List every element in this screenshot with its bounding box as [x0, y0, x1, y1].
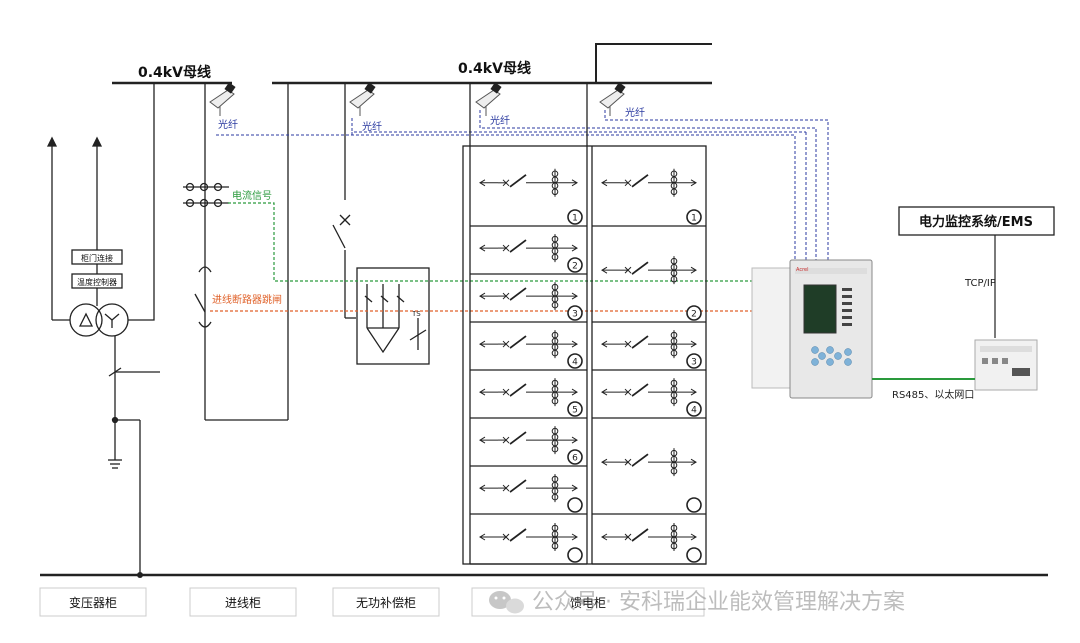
cell-number-circle	[567, 353, 583, 369]
feeder-right-cell: 3	[592, 330, 706, 371]
door-connection-label: 柜门连接	[81, 253, 113, 263]
incoming-section	[183, 83, 289, 421]
current-signal-label: 电流信号	[232, 189, 272, 202]
cell-number-circle	[567, 497, 583, 513]
cell-number-circle	[567, 401, 583, 417]
cabinet-label-box	[332, 587, 440, 617]
feeder-left-cell: 5	[470, 378, 587, 419]
current-transformer-group	[183, 182, 229, 208]
device-lcd-screen	[803, 284, 837, 334]
fiber-label-1: 光纤	[218, 118, 238, 131]
cell-number-circle	[686, 401, 702, 417]
temperature-controller-label: 温度控制器	[77, 277, 117, 287]
cell-number: 2	[572, 262, 578, 272]
feeder-right-cell: 4	[592, 378, 706, 419]
cell-number: 6	[572, 454, 578, 464]
cabinet-label-capacitor: 无功补偿柜	[356, 595, 416, 610]
fiber-label-2: 光纤	[362, 120, 382, 133]
feeder-left-cell: 6	[470, 426, 587, 467]
feeder-left-cell	[470, 523, 587, 565]
fiber-links	[216, 110, 829, 262]
feeder-cabinet-frame	[462, 83, 707, 565]
fiber-label-3: 光纤	[490, 114, 510, 127]
cell-number: 4	[691, 406, 697, 416]
cell-number: 4	[572, 358, 578, 368]
gateway-device	[974, 339, 1038, 391]
watermark-text: 公众号 · 安科瑞企业能效管理解决方案	[532, 590, 905, 615]
feeder-right-cell	[592, 448, 706, 515]
device-indicator-leds	[842, 288, 852, 326]
rs485-label: RS485、以太网口	[892, 388, 974, 401]
current-signal-line	[228, 202, 790, 282]
feeder-right-cell	[592, 523, 706, 565]
feeder-left-cell: 3	[470, 282, 587, 323]
trip-signal-label: 进线断路器跳闸	[212, 293, 282, 306]
cell-number-circle	[567, 305, 583, 321]
ems-title: 电力监控系统/EMS	[919, 214, 1033, 230]
feeder-left-cell	[470, 474, 587, 515]
cell-number-circle	[567, 547, 583, 563]
cell-number: 1	[572, 214, 578, 224]
wechat-icon	[489, 591, 524, 614]
fiber-sensor-icon	[349, 82, 376, 116]
protection-device: Acrel	[751, 259, 873, 399]
feeder-left-cell: 4	[470, 330, 587, 371]
capacitor-unit-box	[356, 267, 430, 365]
cabinet-label-box	[189, 587, 297, 617]
busbar-extension	[595, 43, 712, 83]
cell-number-circle	[686, 547, 702, 563]
cabinet-label-incoming: 进线柜	[225, 596, 261, 610]
cell-number-circle	[567, 449, 583, 465]
cell-number-circle	[567, 257, 583, 273]
transformer-section	[46, 83, 160, 573]
feeder-right-cell: 2	[592, 256, 706, 323]
feeder-left-cell: 1	[470, 168, 587, 227]
right-busbar-label: 0.4kV母线	[458, 60, 531, 77]
fiber-label-4: 光纤	[625, 106, 645, 119]
feeder-left-cell: 2	[470, 234, 587, 275]
left-busbar-label: 0.4kV母线	[138, 64, 211, 81]
capacitor-section	[332, 83, 430, 365]
fiber-sensor-icon	[475, 82, 502, 116]
cell-number-circle	[686, 497, 702, 513]
watermark: 公众号 · 安科瑞企业能效管理解决方案	[489, 590, 905, 615]
cell-number-circle	[686, 305, 702, 321]
capacitor-rating-label: TS	[411, 310, 421, 318]
cell-number-circle	[686, 353, 702, 369]
tcpip-label: TCP/IP	[964, 278, 996, 289]
cell-number: 3	[572, 310, 578, 320]
cell-number: 2	[691, 310, 697, 320]
fiber-sensor-icon	[599, 82, 626, 116]
fiber-sensor-icon	[209, 82, 236, 116]
fiber-sensors	[209, 82, 626, 116]
feeder-right-cell: 1	[592, 168, 706, 227]
cell-number: 1	[691, 214, 697, 224]
cell-number-circle	[686, 209, 702, 225]
ems-box	[898, 206, 1055, 236]
cell-number-circle	[567, 209, 583, 225]
feeder-cells: 1 2 3 4 5 6 1 2 3 4	[470, 168, 706, 565]
transformer-winding-primary	[69, 303, 103, 337]
device-brand-label: Acrel	[796, 267, 809, 273]
cabinet-label-feeder: 馈电柜	[570, 596, 606, 610]
cabinet-label-box	[39, 587, 147, 617]
cabinet-label-transformer: 变压器柜	[69, 595, 117, 610]
cell-number: 5	[572, 406, 578, 416]
cell-number: 3	[691, 358, 697, 368]
device-keypad	[811, 346, 852, 366]
